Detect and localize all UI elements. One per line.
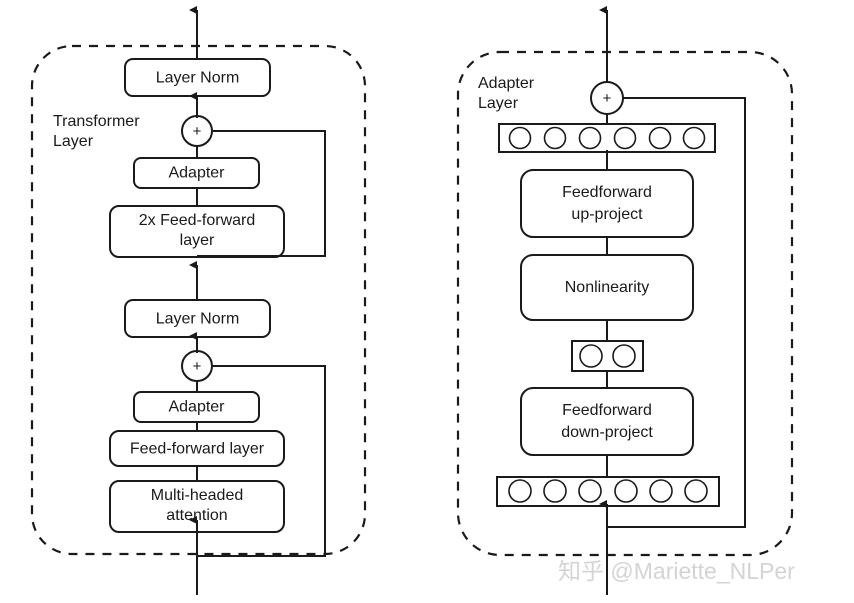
box-layer-norm-top-shape[interactable] xyxy=(124,58,271,97)
neuron xyxy=(648,126,672,150)
box-feedforward-down-project-label-line2: down-project xyxy=(561,424,653,441)
box-adapter-bottom-shape[interactable] xyxy=(133,391,260,423)
box-adapter-top-label: Adapter xyxy=(168,165,225,182)
adapter-layer-wires xyxy=(599,6,746,595)
neuron-row-top xyxy=(498,123,716,153)
box-feedforward-up-project-label-line2: up-project xyxy=(571,206,643,223)
neuron-row-bottom-shape xyxy=(496,476,720,507)
box-adapter-bottom[interactable]: Adapter xyxy=(133,391,260,423)
box-multi-headed-attention-label-line2: attention xyxy=(166,507,227,524)
neuron xyxy=(508,126,532,150)
box-feed-forward-2x-shape[interactable] xyxy=(109,205,285,258)
neuron-row-bottom xyxy=(496,476,720,507)
add-adapter-output-circle xyxy=(590,81,624,115)
adapter-layer-label-line1: Adapter xyxy=(478,75,535,92)
neuron xyxy=(684,479,708,503)
box-layer-norm-top-label: Layer Norm xyxy=(156,70,240,87)
neuron xyxy=(578,479,602,503)
box-adapter-top[interactable]: Adapter xyxy=(133,157,260,189)
box-layer-norm-top[interactable]: Layer Norm xyxy=(124,58,271,97)
neuron xyxy=(613,126,637,150)
box-nonlinearity-shape[interactable] xyxy=(520,254,694,321)
add-adapter-output-symbol: + xyxy=(603,90,612,107)
box-feed-forward-2x-label-line2: layer xyxy=(180,232,215,249)
adapter-layer-panel: Adapter Layer Feedforward up-project Non… xyxy=(456,6,794,595)
adapter-layer-label-line2: Layer xyxy=(478,95,519,112)
box-feedforward-up-project-shape[interactable] xyxy=(520,169,694,238)
wire-residual-bottom xyxy=(197,365,326,557)
box-feed-forward-layer-shape[interactable] xyxy=(109,430,285,467)
box-nonlinearity-label: Nonlinearity xyxy=(565,279,649,296)
box-multi-headed-attention[interactable]: Multi-headed attention xyxy=(109,480,285,533)
add-bottom-symbol: + xyxy=(193,358,202,375)
box-feedforward-up-project[interactable]: Feedforward up-project xyxy=(520,169,694,238)
box-feed-forward-2x[interactable]: 2x Feed-forward layer xyxy=(109,205,285,258)
neuron xyxy=(579,344,603,368)
neuron-row-top-shape xyxy=(498,123,716,153)
neuron xyxy=(508,479,532,503)
neuron-row-bottleneck-shape xyxy=(571,340,644,372)
neuron xyxy=(543,479,567,503)
box-adapter-bottom-label: Adapter xyxy=(168,399,225,416)
box-layer-norm-mid[interactable]: Layer Norm xyxy=(124,299,271,338)
transformer-layer-label-line1: Transformer xyxy=(53,113,140,130)
box-multi-headed-attention-label-line1: Multi-headed xyxy=(151,487,244,504)
neuron xyxy=(649,479,673,503)
adapter-layer-label: Adapter Layer xyxy=(478,75,535,112)
transformer-layer-label-line2: Layer xyxy=(53,133,94,150)
transformer-layer-panel: Transformer Layer Layer Norm Adapter 2x … xyxy=(30,6,367,595)
box-layer-norm-mid-shape[interactable] xyxy=(124,299,271,338)
neuron xyxy=(614,479,638,503)
box-layer-norm-mid-label: Layer Norm xyxy=(156,311,240,328)
box-feed-forward-layer-label: Feed-forward layer xyxy=(130,441,265,458)
box-feed-forward-2x-label-line1: 2x Feed-forward xyxy=(139,212,256,229)
adapter-layer-panel-border xyxy=(456,50,794,557)
transformer-layer-label: Transformer Layer xyxy=(53,113,140,150)
transformer-layer-panel-border xyxy=(30,44,367,556)
box-feedforward-down-project[interactable]: Feedforward down-project xyxy=(520,387,694,456)
box-feedforward-up-project-label-line1: Feedforward xyxy=(562,184,652,201)
box-multi-headed-attention-shape[interactable] xyxy=(109,480,285,533)
box-adapter-top-shape[interactable] xyxy=(133,157,260,189)
add-adapter-output: + xyxy=(590,81,624,115)
box-feedforward-down-project-label-line1: Feedforward xyxy=(562,402,652,419)
add-top-circle xyxy=(181,115,213,147)
neuron xyxy=(578,126,602,150)
neuron-row-bottleneck xyxy=(571,340,644,372)
box-feedforward-down-project-shape[interactable] xyxy=(520,387,694,456)
box-nonlinearity[interactable]: Nonlinearity xyxy=(520,254,694,321)
add-bottom-circle xyxy=(181,350,213,382)
neuron xyxy=(682,126,706,150)
neuron xyxy=(543,126,567,150)
wire-adapter-skip-connection xyxy=(607,97,746,528)
box-feed-forward-layer[interactable]: Feed-forward layer xyxy=(109,430,285,467)
watermark-label: 知乎 @Mariette_NLPer xyxy=(558,558,795,584)
neuron xyxy=(612,344,636,368)
add-top-symbol: + xyxy=(193,123,202,140)
add-bottom: + xyxy=(181,350,213,382)
add-top: + xyxy=(181,115,213,147)
